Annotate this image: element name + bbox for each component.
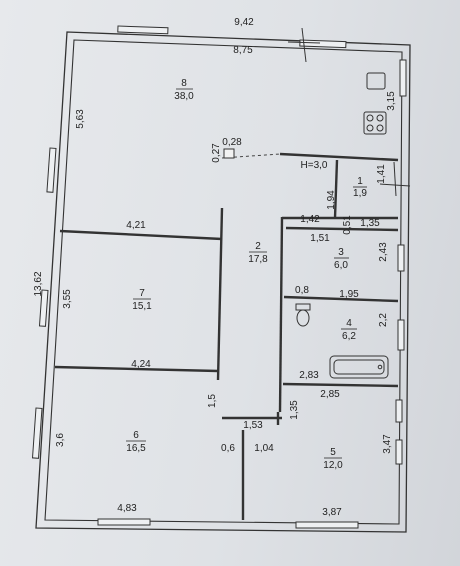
dim-label: 2,2: [378, 313, 389, 327]
fixtures: [223, 72, 389, 379]
dim-label: 1,41: [376, 164, 387, 184]
dim-label: 2,43: [378, 242, 389, 262]
room-2-area: 17,8: [248, 254, 268, 265]
dim-label: 0,51: [342, 215, 353, 235]
sink-icon: [366, 72, 386, 90]
dim-label: 1,53: [243, 420, 263, 431]
overall-height-label: 13,62: [33, 271, 44, 296]
bathtub-icon: [329, 355, 389, 379]
dim-label: 8,75: [233, 45, 253, 56]
dim-label: 1,42: [300, 214, 320, 225]
dim-label: 0,6: [221, 443, 235, 454]
overall-width-label: 9,42: [234, 17, 254, 28]
dim-label: 4,24: [131, 359, 151, 370]
room-4-area: 6,2: [342, 331, 356, 342]
dim-label: 5,63: [75, 109, 86, 129]
dim-label: 1,35: [289, 400, 300, 420]
dim-label: 0,8: [295, 285, 309, 296]
room-8-number: 8: [181, 78, 187, 89]
burner-icon: [376, 124, 384, 132]
room-2-number: 2: [255, 241, 261, 252]
hall-boundary: [221, 153, 281, 159]
windows: [31, 25, 407, 529]
room-3-number: 3: [338, 247, 344, 258]
vertical-dimension-labels: 13,62 5,63 3,55 3,6 3,15 0,27 1,41 1,94 …: [33, 91, 397, 454]
dim-label: 1,95: [339, 289, 359, 300]
toilet-bowl-icon: [296, 309, 310, 327]
burner-icon: [376, 114, 384, 122]
dimension-labels: 9,42 8,75 0,28 H=3,0 1,42 1,35 1,51 4,21…: [117, 17, 380, 518]
toilet-tank-icon: [295, 303, 311, 311]
dim-label: 0,27: [211, 143, 222, 163]
room-labels: 8 38,0 2 17,8 1 1,9 3 6,0 4 6,2 7 15,1 6…: [126, 78, 367, 471]
room-1-number: 1: [357, 176, 363, 187]
interior-walls: [54, 152, 399, 520]
burner-icon: [366, 124, 374, 132]
room-5-number: 5: [330, 447, 336, 458]
dim-label: 1,94: [326, 190, 337, 210]
room-3-area: 6,0: [334, 260, 348, 271]
room-1-area: 1,9: [353, 188, 367, 199]
dim-label: 1,51: [310, 233, 330, 244]
room-7-area: 15,1: [132, 301, 152, 312]
dim-label: 3,47: [382, 434, 393, 454]
ceiling-height-label: H=3,0: [301, 160, 328, 171]
dim-label: 3,87: [322, 507, 342, 518]
room-4-number: 4: [346, 318, 352, 329]
chimney-icon: [223, 148, 235, 159]
room-7-number: 7: [139, 288, 145, 299]
room-6-area: 16,5: [126, 443, 146, 454]
outer-walls: [35, 31, 411, 533]
dim-label: 3,55: [62, 289, 73, 309]
stove-icon: [363, 111, 387, 135]
dim-label: 1,35: [360, 218, 380, 229]
dim-label: 1,5: [207, 394, 218, 408]
dim-label: 3,6: [55, 433, 66, 447]
dim-label: 0,28: [222, 137, 242, 148]
room-6-number: 6: [133, 430, 139, 441]
dim-label: 4,83: [117, 503, 137, 514]
grid-markers: [287, 27, 411, 197]
dim-label: 4,21: [126, 220, 146, 231]
dim-label: 2,85: [320, 389, 340, 400]
room-5-area: 12,0: [323, 460, 343, 471]
dim-label: 2,83: [299, 370, 319, 381]
burner-icon: [366, 114, 374, 122]
room-8-area: 38,0: [174, 91, 194, 102]
dim-label: 3,15: [386, 91, 397, 111]
dim-label: 1,04: [254, 443, 274, 454]
